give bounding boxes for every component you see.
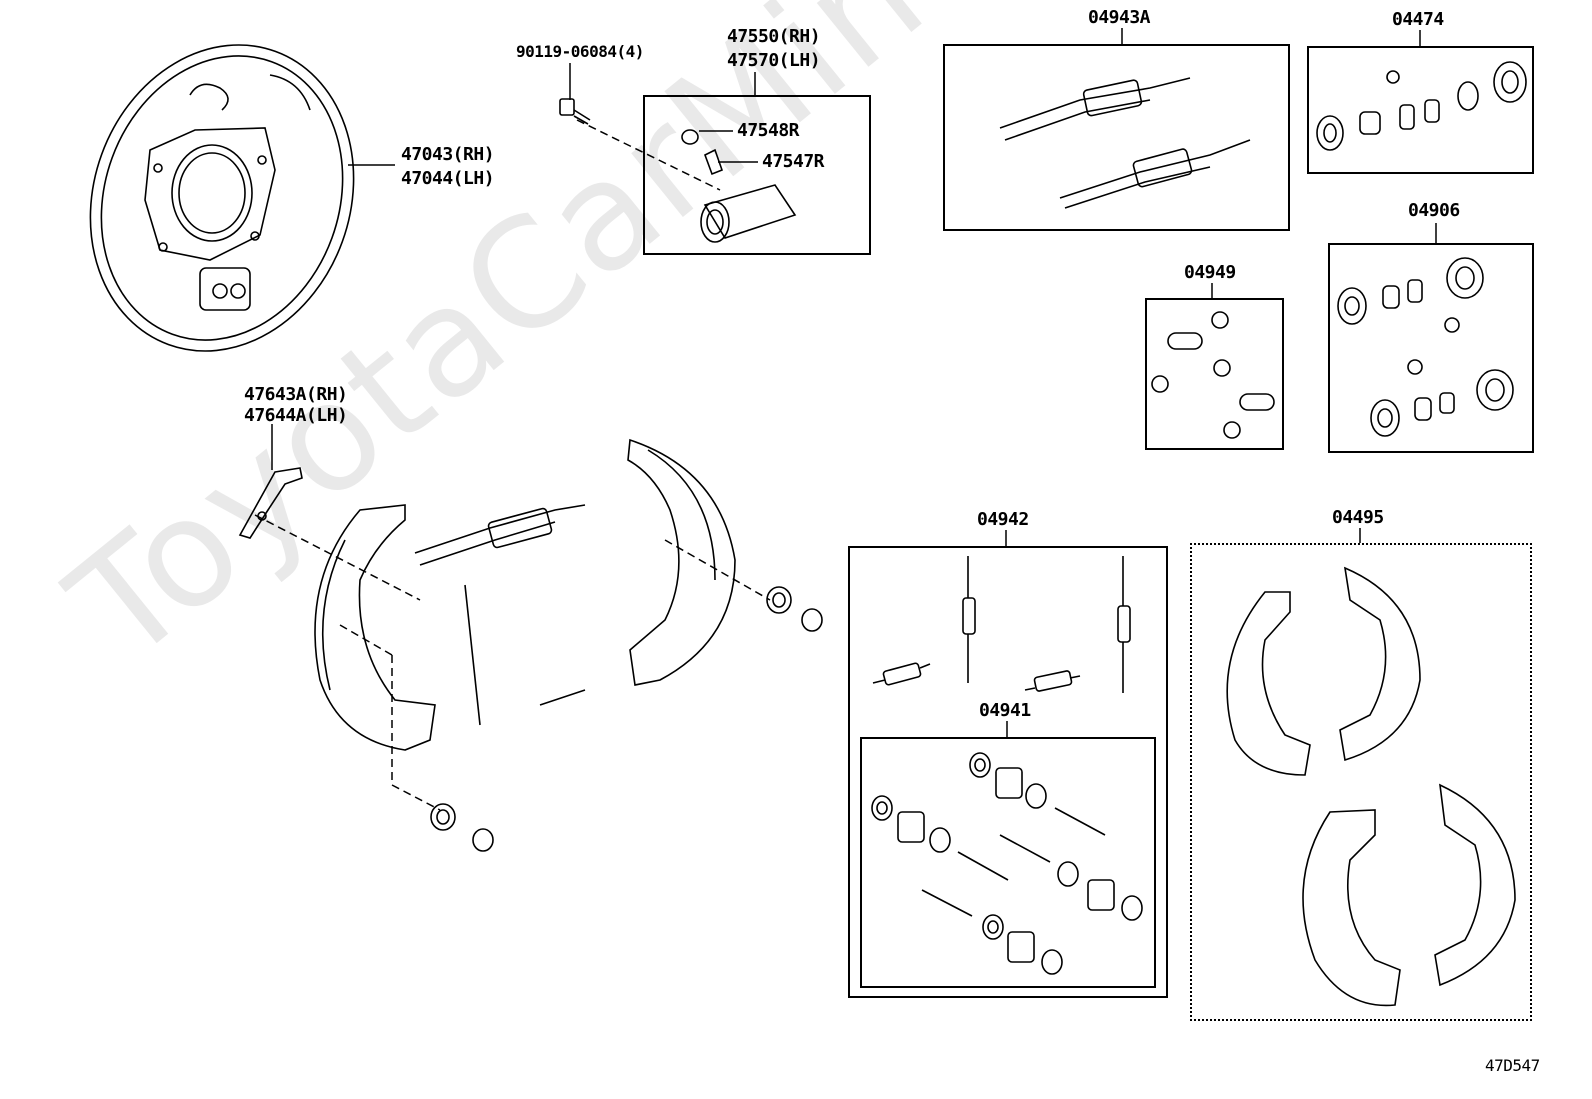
bleeder-cap-label: 47548R xyxy=(737,120,800,141)
backing-plate-drawing xyxy=(89,44,355,352)
lever-lh-label: 47644A(LH) xyxy=(244,405,348,426)
spring-kit-label: 04942 xyxy=(977,509,1029,530)
cylinder-kit-2-label: 04906 xyxy=(1408,200,1460,221)
left-shoe-drawing xyxy=(314,504,436,751)
shoe-set-box xyxy=(1190,543,1532,1021)
hold-down-kit-label: 04941 xyxy=(979,700,1031,721)
lever-rh-label: 47643A(RH) xyxy=(244,384,348,405)
adjuster-kit-label: 04943A xyxy=(1088,7,1151,28)
hold-down-kit-drawing xyxy=(871,752,1143,975)
cylinder-kit-2-box xyxy=(1328,243,1534,453)
adjuster-drawing xyxy=(414,504,586,726)
cup-kit-box xyxy=(1145,298,1284,450)
wheel-cylinder-drawing xyxy=(681,129,797,243)
bleeder-plug-label: 47547R xyxy=(762,151,825,172)
cylinder-kit-1-drawing xyxy=(1316,61,1527,151)
spring-kit-drawing xyxy=(872,556,1131,693)
wheel-cylinder-lh-label: 47570(LH) xyxy=(727,50,821,71)
adjuster-kit-drawing xyxy=(999,77,1251,209)
lever-drawing xyxy=(238,467,303,539)
diagram-code: 47D547 xyxy=(1485,1056,1540,1075)
leader-lines xyxy=(254,28,1437,811)
spring-kit-box xyxy=(848,546,1168,998)
cylinder-kit-2-drawing xyxy=(1337,257,1514,437)
cup-kit-label: 04949 xyxy=(1184,262,1236,283)
bolt-label: 90119-06084(4) xyxy=(516,42,644,61)
wheel-cylinder-rh-label: 47550(RH) xyxy=(727,26,821,47)
hold-down-kit-box xyxy=(860,737,1156,988)
backing-plate-rh-label: 47043(RH) xyxy=(401,144,495,165)
wheel-cylinder-box xyxy=(643,95,871,255)
right-shoe-drawing xyxy=(627,438,736,686)
cup-kit-drawing xyxy=(1151,311,1275,439)
shoe-set-drawing xyxy=(1226,566,1516,1007)
backing-plate-lh-label: 47044(LH) xyxy=(401,168,495,189)
adjuster-kit-box xyxy=(943,44,1290,231)
washer-drawing xyxy=(430,586,823,852)
bolt-drawing xyxy=(559,98,591,125)
cylinder-kit-1-label: 04474 xyxy=(1392,9,1444,30)
shoe-set-label: 04495 xyxy=(1332,507,1384,528)
cylinder-kit-1-box xyxy=(1307,46,1534,174)
